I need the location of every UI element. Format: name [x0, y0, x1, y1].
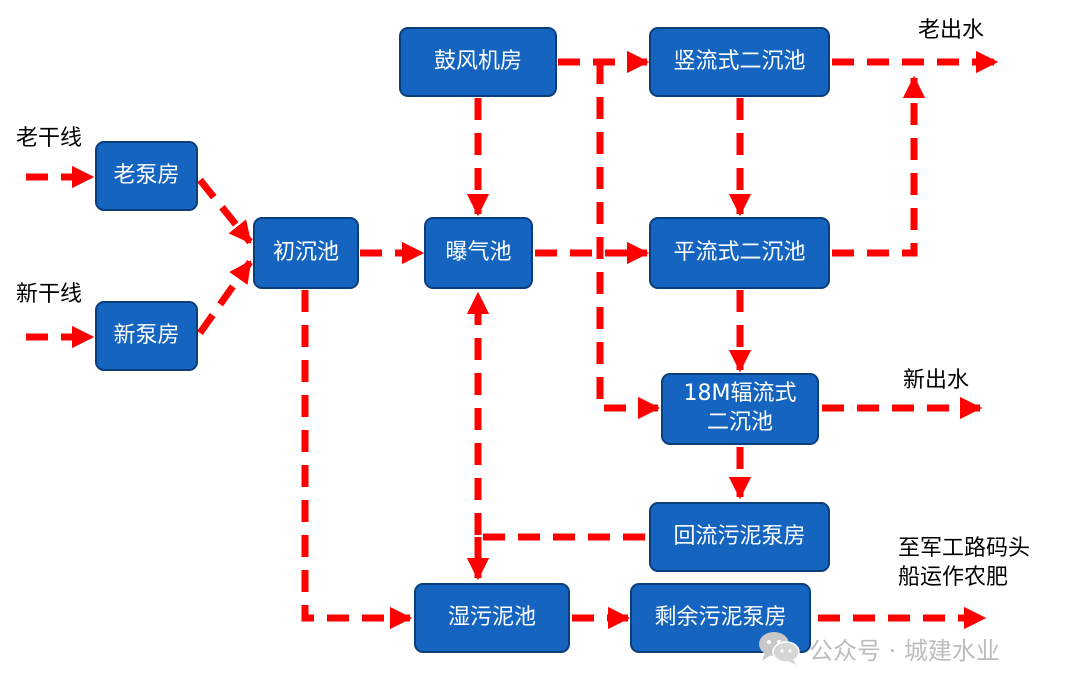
wet-sludge-tank-label: 湿污泥池: [447, 604, 536, 630]
excess-sludge-pump-house-box: 剩余污泥泵房: [630, 583, 811, 653]
arrow-old-pump-to-primary: [197, 177, 253, 245]
radial-clarifier-label-line2: 二沉池: [706, 410, 773, 435]
arrow-blower-to-radial-clarifier: [596, 62, 661, 420]
excess-sludge-pump-house-label: 剩余污泥泵房: [654, 604, 787, 630]
vertical-clarifier-box: 竖流式二沉池: [649, 27, 830, 97]
old-trunk-line-label: 老干线: [16, 126, 83, 151]
arrow-new-pump-to-primary: [197, 259, 253, 336]
primary-clarifier-box: 初沉池: [253, 217, 359, 289]
old-pump-house-label: 老泵房: [113, 162, 180, 188]
watermark-text: 公众号 · 城建水业: [809, 636, 1000, 665]
aeration-tank-box: 曝气池: [424, 217, 533, 289]
radial-clarifier-box: 18M辐流式 二沉池: [661, 373, 819, 445]
new-trunk-line-label: 新干线: [16, 282, 83, 307]
new-pump-house-label: 新泵房: [113, 322, 180, 348]
blower-house-label: 鼓风机房: [433, 48, 522, 74]
old-effluent-label: 老出水: [918, 18, 985, 43]
sludge-destination-line1: 至军工路码头: [898, 536, 1031, 561]
aeration-tank-label: 曝气池: [445, 239, 512, 265]
return-sludge-pump-house-box: 回流污泥泵房: [649, 502, 830, 572]
wechat-icon: [759, 632, 800, 665]
horizontal-clarifier-label: 平流式二沉池: [673, 239, 806, 265]
watermark: 公众号 · 城建水业: [757, 630, 1000, 666]
blower-house-box: 鼓风机房: [399, 27, 557, 97]
new-pump-house-box: 新泵房: [95, 301, 198, 371]
wet-sludge-tank-box: 湿污泥池: [414, 583, 570, 653]
new-effluent-label: 新出水: [903, 368, 970, 393]
return-sludge-pump-house-label: 回流污泥泵房: [673, 523, 806, 549]
horizontal-clarifier-box: 平流式二沉池: [649, 217, 830, 289]
old-pump-house-box: 老泵房: [95, 141, 198, 211]
vertical-clarifier-label: 竖流式二沉池: [673, 48, 806, 74]
radial-clarifier-label-line1: 18M辐流式: [683, 381, 797, 407]
arrow-horizontal-clarifier-to-old-effluent: [832, 75, 926, 257]
primary-clarifier-label: 初沉池: [272, 239, 339, 265]
sludge-destination-line2: 船运作农肥: [898, 565, 1009, 590]
arrow-primary-to-wet-sludge: [301, 290, 413, 630]
